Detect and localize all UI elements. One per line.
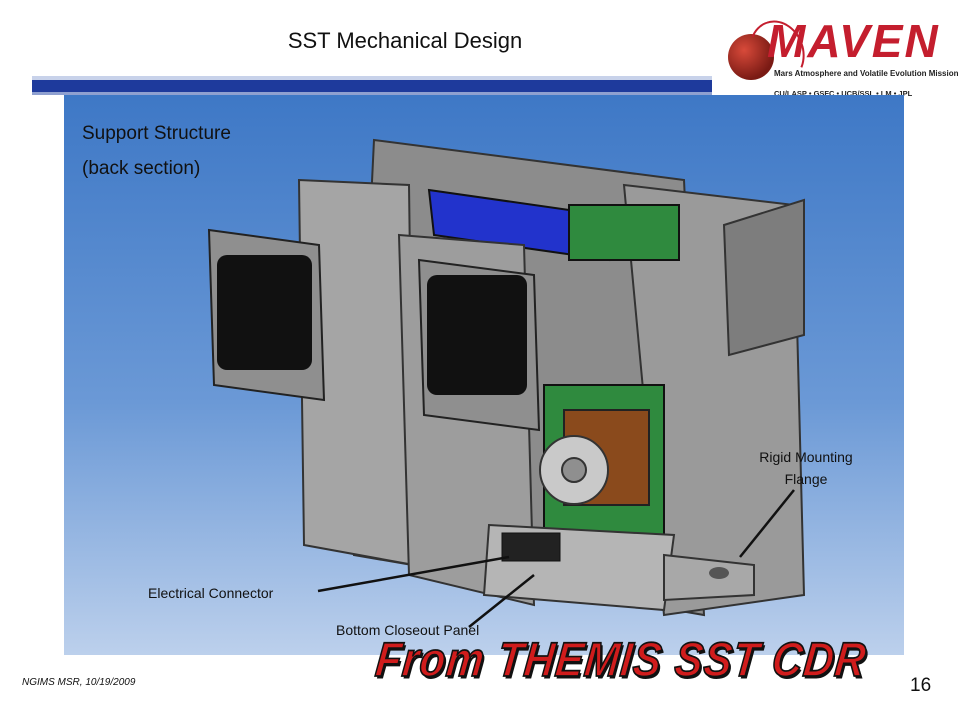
cad-image-panel: Support Structure (back section) Electri… bbox=[64, 95, 904, 655]
leader-flange bbox=[739, 489, 795, 558]
callout-flange-line2: Flange bbox=[784, 471, 828, 487]
center-connector-face bbox=[427, 275, 527, 395]
panel-title-line1: Support Structure bbox=[82, 123, 231, 144]
slide-title: SST Mechanical Design bbox=[287, 28, 523, 53]
title-rule bbox=[32, 76, 712, 95]
leader-bottom bbox=[468, 574, 535, 628]
themis-stamp: From THEMIS SST CDR bbox=[372, 632, 870, 688]
right-fins bbox=[722, 198, 805, 357]
mars-planet-icon bbox=[728, 34, 774, 80]
logo-tagline: Mars Atmosphere and Volatile Evolution M… bbox=[774, 69, 959, 78]
logo-partners: CU/LASP • GSFC • UCB/SSL • LM • JPL bbox=[774, 89, 913, 98]
leader-electrical bbox=[317, 555, 510, 593]
footer-note: NGIMS MSR, 10/19/2009 bbox=[22, 677, 136, 688]
flange-hole bbox=[709, 567, 729, 579]
left-connector-face bbox=[217, 255, 312, 370]
maven-logo: MAVEN Mars Atmosphere and Volatile Evolu… bbox=[722, 12, 958, 104]
mounting-flange bbox=[663, 553, 755, 602]
page-number: 16 bbox=[910, 675, 932, 696]
callout-flange-line1: Rigid Mounting bbox=[759, 449, 853, 465]
support-structure-render bbox=[207, 138, 806, 628]
callout-rigid-mounting-flange: Rigid Mounting Flange bbox=[736, 446, 876, 490]
green-board-top bbox=[568, 204, 680, 261]
logo-word: MAVEN bbox=[767, 15, 940, 67]
callout-electrical-connector: Electrical Connector bbox=[148, 585, 274, 601]
callout-bottom-closeout-panel: Bottom Closeout Panel bbox=[336, 622, 480, 638]
panel-title-line2: (back section) bbox=[82, 158, 201, 179]
motor-hub bbox=[561, 457, 587, 483]
connector-block bbox=[501, 532, 561, 562]
